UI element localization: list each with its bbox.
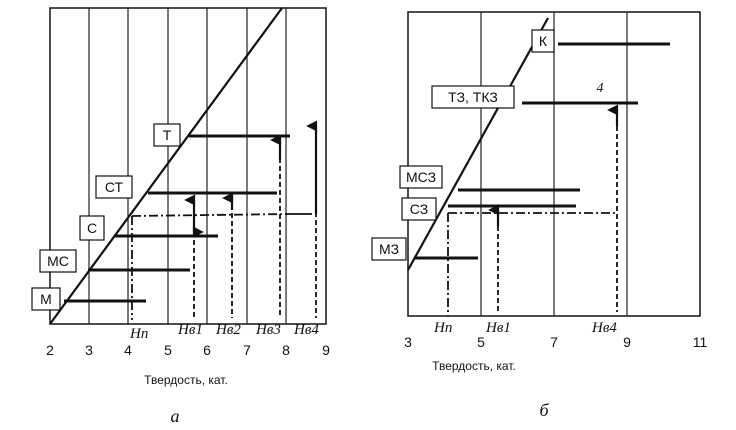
tick-label: 5: [164, 342, 172, 358]
label-m: М: [40, 291, 52, 307]
panel-a-threshold-line: [131, 213, 291, 217]
panel-b-diagonal-line: [407, 17, 549, 271]
label-st: СТ: [105, 179, 124, 195]
panel-b-line-number: 4: [597, 81, 604, 96]
label-sz: СЗ: [410, 201, 428, 217]
marker-hv4-b: Hв4: [591, 320, 617, 336]
panel-a-caption: а: [171, 406, 180, 426]
tick-label: 5: [477, 334, 485, 350]
panel-b-x-ticks: 3 5 7 9 11: [404, 334, 707, 350]
panel-b-class-bars: [414, 42, 670, 260]
panel-b: МЗ СЗ МСЗ ТЗ, ТКЗ К 4 Hп Hв1 Hв4: [371, 11, 707, 420]
tick-label: 3: [404, 334, 412, 350]
panel-a-x-ticks: 2 3 4 5 6 7 8 9: [46, 342, 330, 358]
marker-hv3-a: Hв3: [255, 322, 281, 338]
panel-a: М МС С СТ Т Hп: [31, 7, 330, 426]
tick-label: 2: [46, 342, 54, 358]
label-tz-tkz: ТЗ, ТКЗ: [448, 89, 498, 105]
marker-hv1-b: Hв1: [485, 320, 511, 336]
panel-b-markers: Hп Hв1 Hв4: [433, 320, 617, 336]
tick-label: 9: [322, 342, 330, 358]
label-k: К: [539, 33, 548, 49]
panel-a-dashed-drops: [193, 140, 317, 318]
marker-hp-b: Hп: [433, 320, 452, 336]
marker-hv2-a: Hв2: [215, 322, 241, 338]
tick-label: 3: [85, 342, 93, 358]
tick-label: 6: [203, 342, 211, 358]
tick-label: 8: [282, 342, 290, 358]
panel-b-caption: б: [539, 400, 549, 420]
label-t: Т: [163, 127, 172, 143]
panel-b-arrows: [488, 104, 619, 226]
label-ms: МС: [47, 253, 69, 269]
tick-label: 9: [623, 334, 631, 350]
label-mz: МЗ: [379, 241, 399, 257]
panel-a-arrows: [184, 120, 318, 238]
tick-label: 11: [693, 334, 708, 350]
marker-hv4-a: Hв4: [293, 322, 319, 338]
marker-hv1-a: Hв1: [177, 322, 203, 338]
panel-b-class-labels: МЗ СЗ МСЗ ТЗ, ТКЗ К: [371, 29, 555, 261]
label-s: С: [87, 220, 97, 236]
panel-a-frame: [49, 7, 327, 325]
panel-a-class-labels: М МС С СТ Т: [31, 123, 181, 311]
tick-label: 7: [243, 342, 251, 358]
tick-label: 7: [550, 334, 558, 350]
label-msz: МСЗ: [406, 169, 436, 185]
panel-a-x-label: Твердость, кат.: [144, 373, 228, 387]
tick-label: 4: [124, 342, 132, 358]
panel-b-dashed-drops: [497, 126, 618, 312]
marker-hp-a: Hп: [129, 326, 148, 342]
panel-a-markers: Hп Hв1 Hв2 Hв3 Hв4: [129, 322, 319, 342]
panel-a-grid: [88, 8, 287, 324]
panel-b-grid: [480, 12, 628, 316]
panel-b-x-label: Твердость, кат.: [432, 359, 516, 373]
